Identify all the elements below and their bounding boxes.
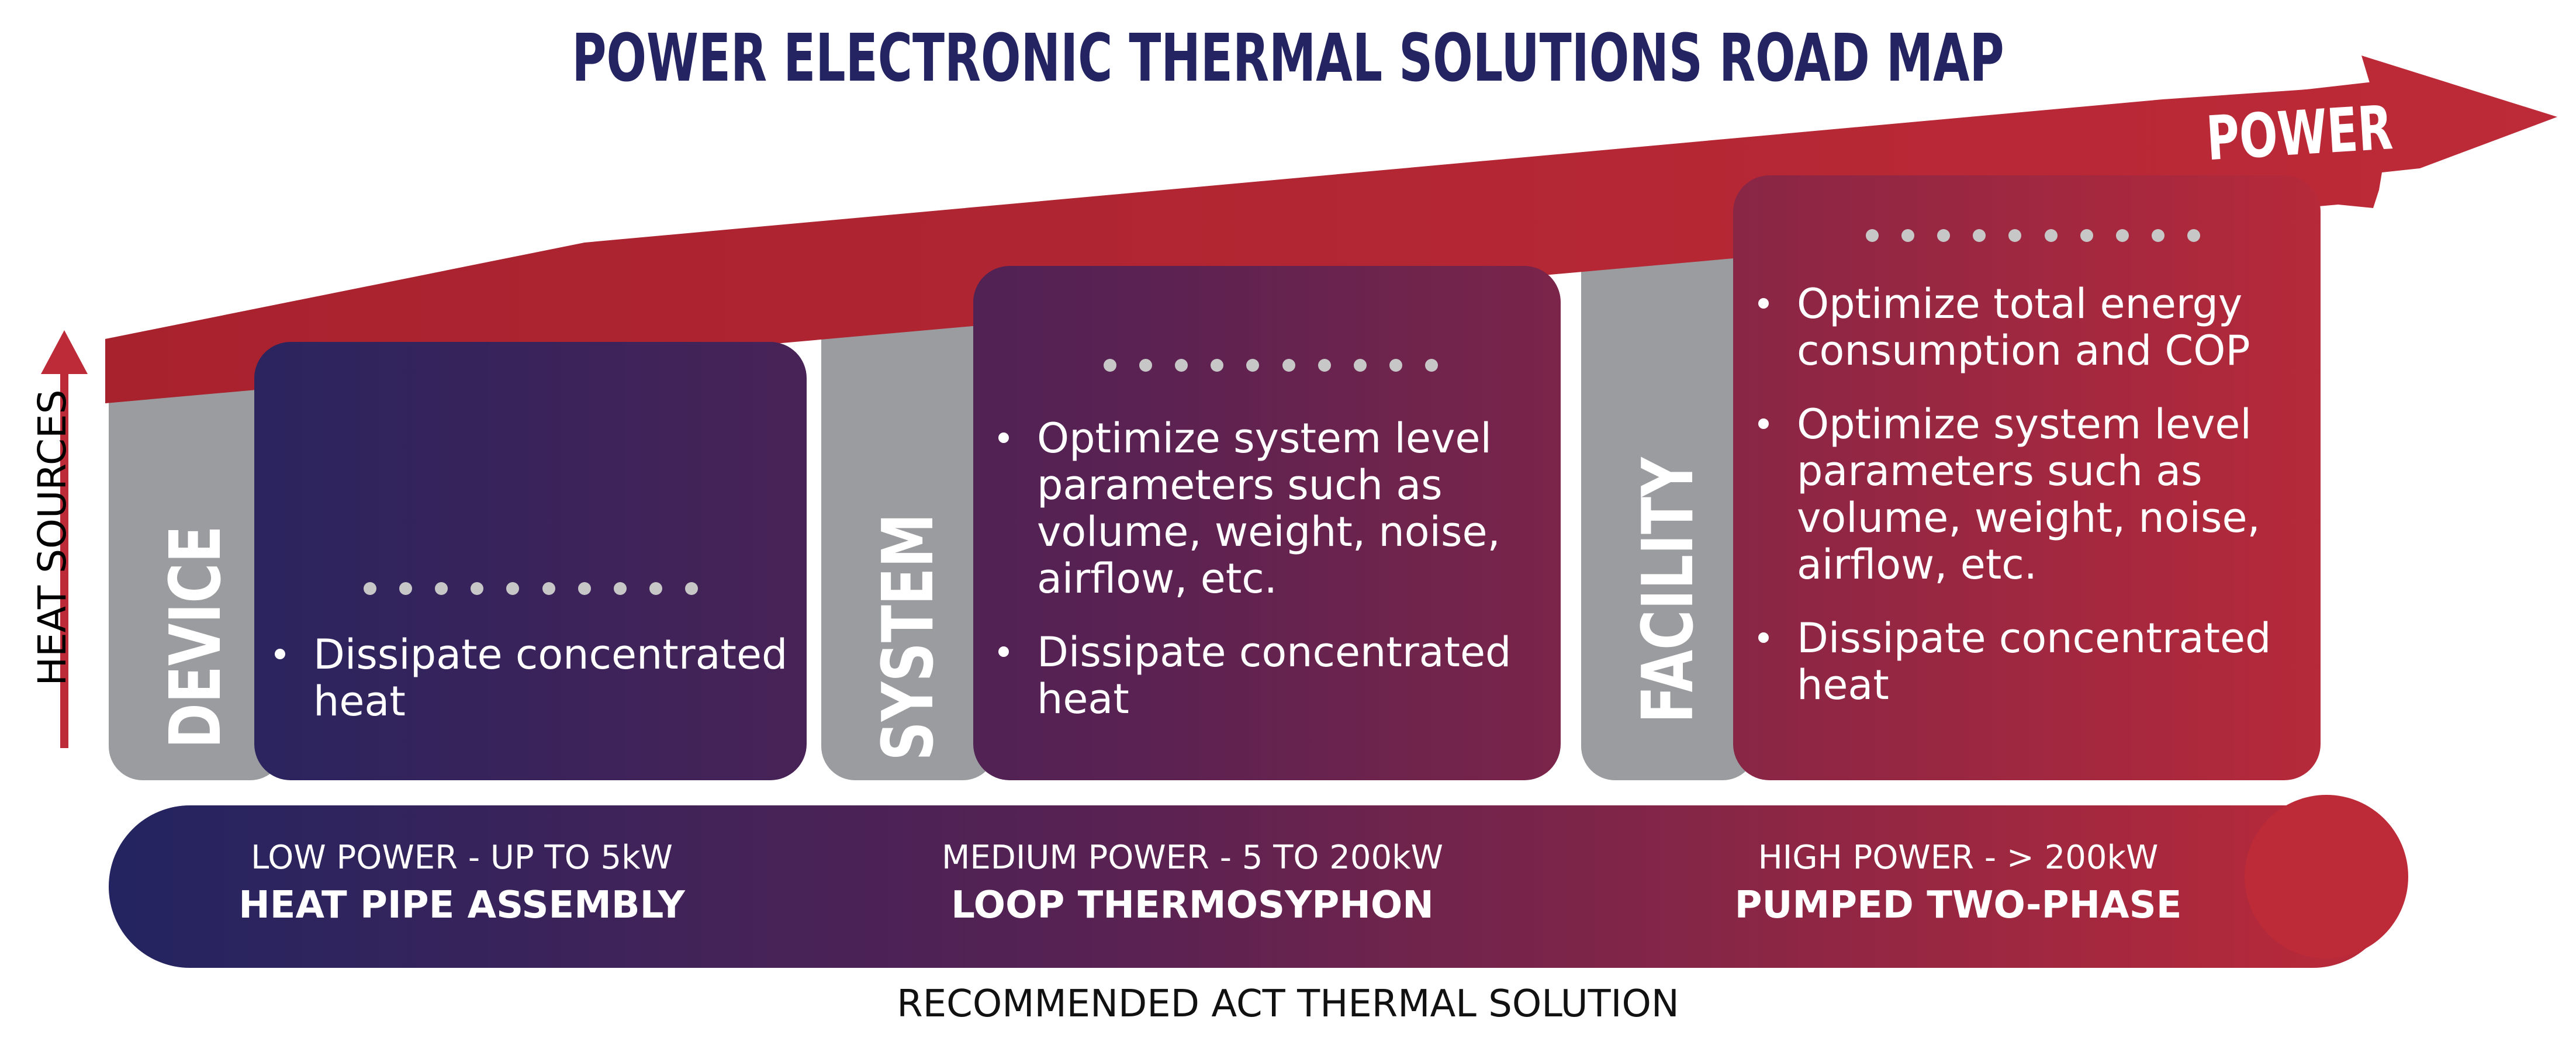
system-panel [973,266,1561,780]
tab-facility-label: FACILITY [1628,457,1709,724]
system-dots [1104,359,1438,372]
power-label: POWER [2204,92,2395,175]
facility-dots [1866,229,2200,242]
device-panel [254,342,807,780]
device-dots [364,582,698,595]
solution-low: LOW POWER - UP TO 5kW HEAT PIPE ASSEMBLY [99,836,824,930]
system-bullet: Dissipate concentrated heat [988,629,1549,722]
solution-range: HIGH POWER - > 200kW [1758,839,2159,877]
system-tab [821,275,997,780]
facility-bullet: Dissipate concentrated heat [1748,615,2309,708]
system-bullets: Optimize system level parameters such as… [988,415,1549,749]
facility-bullet: Optimize system level parameters such as… [1748,401,2309,588]
device-bullets: Dissipate concentrated heat [264,631,790,752]
device-bullet: Dissipate concentrated heat [264,631,790,725]
solution-medium: MEDIUM POWER - 5 TO 200kW LOOP THERMOSYP… [830,836,1555,930]
solution-range: LOW POWER - UP TO 5kW [251,839,673,877]
solution-name: LOOP THERMOSYPHON [951,884,1434,927]
tab-system-label: SYSTEM [868,513,949,761]
facility-panel [1733,175,2321,780]
solution-range: MEDIUM POWER - 5 TO 200kW [942,839,1443,877]
solution-bar-end [2245,795,2408,959]
page-title: POWER ELECTRONIC THERMAL SOLUTIONS ROAD … [572,20,2004,96]
solution-bar [109,805,2394,968]
heat-sources-arrowhead [41,330,88,374]
power-arrow-body [105,82,2373,403]
facility-bullet: Optimize total energy consumption and CO… [1748,281,2309,374]
solution-high: HIGH POWER - > 200kW PUMPED TWO-PHASE [1596,836,2321,930]
facility-bullets: Optimize total energy consumption and CO… [1748,281,2309,735]
facility-tab [1581,210,1756,780]
footer-caption: RECOMMENDED ACT THERMAL SOLUTION [897,982,1679,1026]
system-bullet: Optimize system level parameters such as… [988,415,1549,602]
device-tab [109,351,284,780]
tab-device-label: DEVICE [155,525,237,749]
solution-name: PUMPED TWO-PHASE [1734,884,2182,927]
solution-name: HEAT PIPE ASSEMBLY [238,884,685,927]
heat-sources-label: HEAT SOURCES [30,389,75,686]
